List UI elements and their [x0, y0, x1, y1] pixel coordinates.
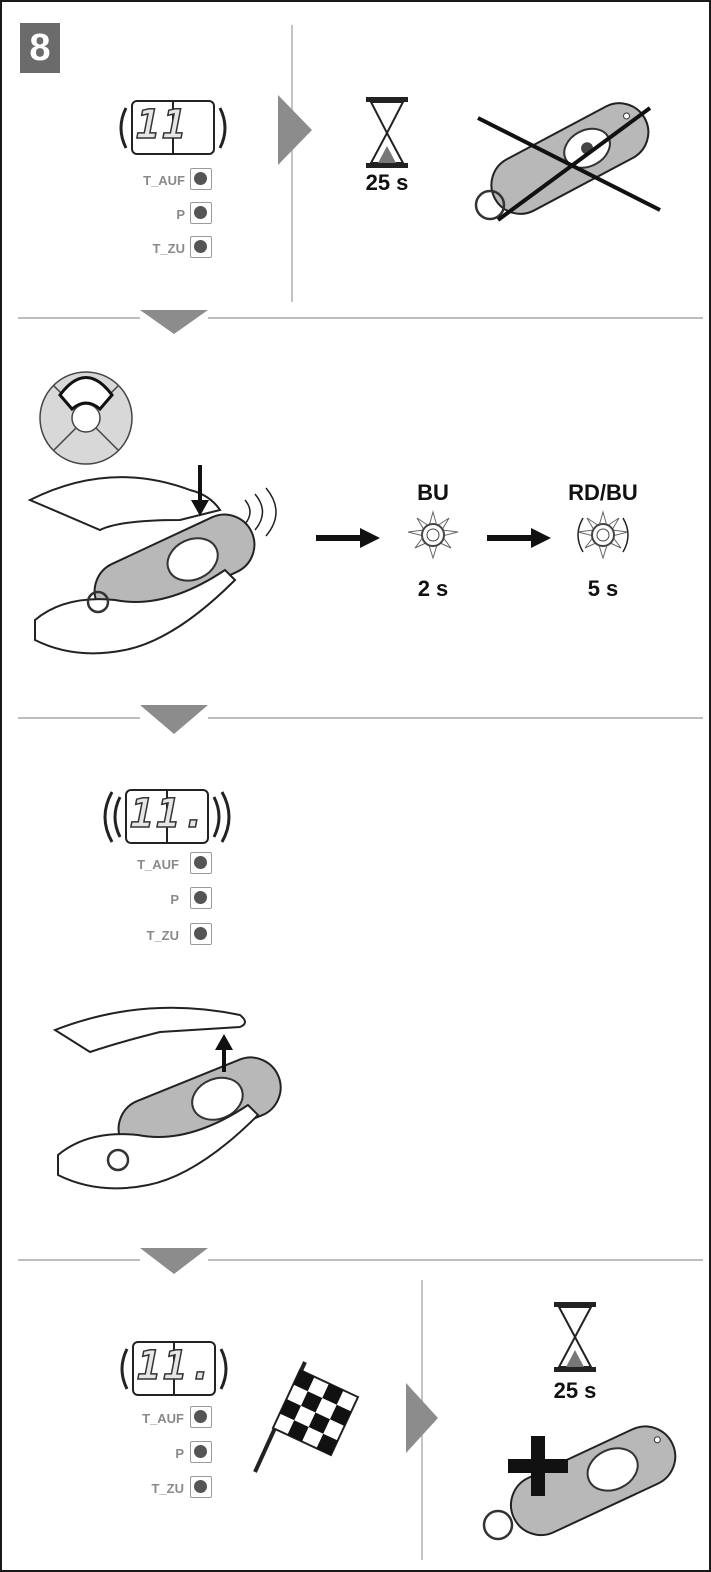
down-triangle-icon — [140, 1248, 208, 1274]
p-button[interactable] — [190, 202, 212, 224]
display-digits: 11. — [136, 1342, 216, 1390]
t-auf-button[interactable] — [190, 852, 212, 874]
p-button[interactable] — [190, 1441, 212, 1463]
display-digits: 11. — [129, 790, 209, 838]
checkered-flag-icon — [253, 1361, 360, 1473]
hand-pressing-remote-icon — [27, 465, 277, 655]
display-icon — [119, 100, 227, 155]
button-label-t-zu: T_ZU — [151, 1481, 185, 1496]
led-color-label-red-blue: RD/BU — [568, 480, 638, 505]
t-zu-button[interactable] — [190, 236, 212, 258]
t-zu-button[interactable] — [190, 923, 212, 945]
display-digits: 11 — [135, 101, 189, 149]
keypad-icon — [39, 371, 133, 465]
t-auf-button[interactable] — [190, 168, 212, 190]
button-label-t-auf: T_AUF — [143, 173, 185, 188]
button-label-t-auf: T_AUF — [137, 857, 179, 872]
down-triangle-icon — [140, 705, 208, 734]
section-divider-2 — [18, 705, 703, 734]
button-label-t-zu: T_ZU — [152, 241, 186, 256]
t-zu-button[interactable] — [190, 1476, 212, 1498]
arrow-icon — [487, 528, 551, 548]
led-blinking-red-blue-icon — [577, 510, 629, 560]
button-label-p: P — [175, 1446, 184, 1461]
t-auf-button[interactable] — [190, 1406, 212, 1428]
button-label-p: P — [170, 892, 179, 907]
arrow-icon — [316, 528, 380, 548]
led-duration-label: 2 s — [417, 576, 449, 601]
display-icon — [120, 1341, 228, 1396]
button-label-t-auf: T_AUF — [142, 1411, 184, 1426]
led-duration-label: 5 s — [587, 576, 619, 601]
button-label-p: P — [176, 207, 185, 222]
next-triangle-icon — [278, 95, 312, 165]
display-icon — [103, 789, 231, 844]
section-divider-1 — [18, 310, 703, 334]
down-triangle-icon — [140, 310, 208, 334]
led-blinking-blue-icon — [407, 510, 459, 560]
timer-label: 25 s — [365, 170, 409, 195]
button-label-t-zu: T_ZU — [146, 928, 180, 943]
hand-releasing-remote-icon — [52, 1006, 282, 1190]
section-divider-3 — [18, 1248, 703, 1274]
step-number-badge: 8 — [20, 23, 60, 73]
p-button[interactable] — [190, 887, 212, 909]
hourglass-icon — [554, 1302, 596, 1372]
remote-added-icon — [482, 1425, 677, 1541]
led-color-label-blue: BU — [417, 480, 449, 505]
next-triangle-icon — [406, 1383, 438, 1453]
remote-crossed-icon — [474, 102, 661, 222]
timer-label: 25 s — [553, 1378, 597, 1403]
hourglass-icon — [366, 97, 408, 168]
